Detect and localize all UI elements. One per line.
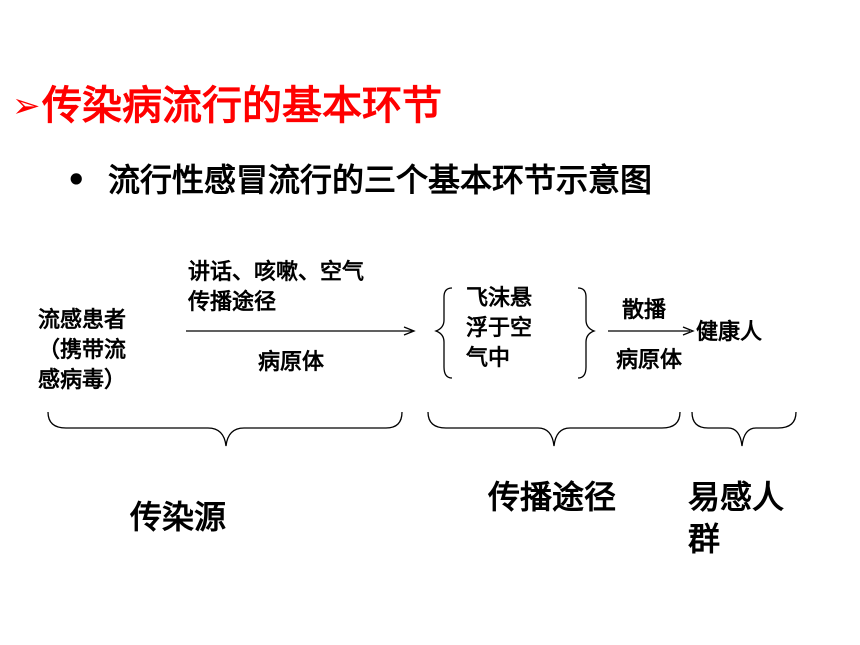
slide-subtitle-text: 流行性感冒流行的三个基本环节示意图 [108,161,653,199]
healthy-person-label: 健康人 [696,320,763,345]
arrow-head-1 [403,326,416,336]
group-susceptible-line-1: 易感人 [688,478,785,516]
route-line-2: 传播途径 [188,290,277,315]
patient-line-2: （携带流 [38,338,127,363]
group-source-label: 传染源 [130,498,227,536]
left-curly-brace [434,287,453,379]
route-label: 讲话、咳嗽、空气 传播途径 [188,258,364,318]
brace-source [47,411,403,447]
pathogen-label-2: 病原体 [616,348,683,373]
group-susceptible-line-2: 群 [688,520,721,558]
slide-subtitle: • 流行性感冒流行的三个基本环节示意图 [66,160,652,200]
group-route-label: 传播途径 [488,478,617,516]
right-curly-brace [577,287,596,379]
slide-title-text: 传染病流行的基本环节 [42,83,442,129]
patient-line-3: 感病毒） [38,368,127,393]
route-line-1: 讲话、咳嗽、空气 [188,260,365,285]
arrow-head-2 [682,326,695,336]
patient-line-1: 流感患者 [38,308,127,333]
droplets-label: 飞沫悬 浮于空 气中 [466,284,532,374]
arrow-bullet-icon: ➢ [12,86,41,126]
droplets-line-1: 飞沫悬 [466,286,533,311]
pathogen-label-1: 病原体 [258,350,325,375]
spread-label: 散播 [622,298,667,323]
group-susceptible-label: 易感人 群 [688,476,784,560]
brace-route [427,411,681,447]
brace-susceptible [691,411,797,447]
bullet-icon: • [66,161,87,199]
patient-label: 流感患者 （携带流 感病毒） [38,306,126,396]
droplets-line-3: 气中 [466,346,511,371]
droplets-line-2: 浮于空 [466,316,533,341]
slide-title: ➢传染病流行的基本环节 [12,82,442,130]
